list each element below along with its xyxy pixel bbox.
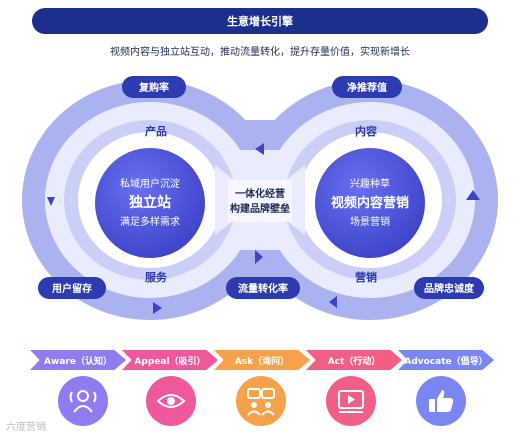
stage-arrows: Aware（认知） Appeal（吸引） Ask（询问） Act（行动） Adv… bbox=[30, 350, 494, 370]
page-subtitle: 视频内容与独立站互动，推动流量转化，提升存量价值，实现新增长 bbox=[110, 47, 410, 58]
arrow-right-icon bbox=[153, 302, 162, 314]
discussion-icon bbox=[247, 388, 275, 416]
circle-ask bbox=[236, 376, 286, 426]
stage-aware: Aware（认知） bbox=[30, 350, 126, 370]
audience-icon bbox=[69, 390, 97, 413]
thumbs-up-icon bbox=[429, 390, 454, 412]
left-core-line2: 独立站 bbox=[129, 194, 171, 211]
svg-text:流量转化率: 流量转化率 bbox=[238, 282, 288, 295]
circle-act bbox=[326, 376, 376, 426]
eye-icon bbox=[156, 394, 186, 408]
stage-act: Act（行动） bbox=[306, 350, 402, 370]
center-line2: 构建品牌壁垒 bbox=[230, 202, 290, 215]
svg-text:净推荐值: 净推荐值 bbox=[347, 81, 387, 94]
arrow-left-icon bbox=[255, 143, 264, 155]
center-panel bbox=[228, 180, 292, 222]
label-product: 产品 bbox=[145, 124, 167, 138]
pill-repurchase: 复购率 bbox=[122, 76, 186, 98]
left-core-line3: 满足多样需求 bbox=[120, 215, 180, 228]
label-service: 服务 bbox=[145, 270, 168, 284]
page-title: 生意增长引擎 bbox=[227, 15, 293, 28]
label-content: 内容 bbox=[355, 124, 377, 138]
arrow-right-icon bbox=[255, 250, 263, 264]
left-core bbox=[95, 148, 205, 258]
label-marketing: 营销 bbox=[355, 270, 377, 284]
right-core-line1: 兴趣种草 bbox=[350, 177, 390, 190]
stage-ask: Ask（询问） bbox=[214, 350, 310, 370]
circle-aware bbox=[58, 376, 108, 426]
pill-loyalty: 品牌忠诚度 bbox=[414, 277, 484, 299]
arrow-up-icon bbox=[466, 190, 480, 200]
svg-text:复购率: 复购率 bbox=[138, 81, 169, 94]
stage-appeal: Appeal（吸引） bbox=[122, 350, 218, 370]
pill-retention: 用户留存 bbox=[38, 277, 106, 299]
right-core-line2: 视频内容营销 bbox=[331, 195, 409, 211]
pill-net-recommend: 净推荐值 bbox=[332, 76, 402, 98]
growth-loop-diagram: 私域用户沉淀 独立站 满足多样需求 兴趣种草 视频内容营销 场景营销 一体化经营… bbox=[22, 76, 498, 320]
pill-conversion: 流量转化率 bbox=[226, 277, 300, 299]
right-core-line3: 场景营销 bbox=[350, 215, 390, 228]
svg-text:品牌忠诚度: 品牌忠诚度 bbox=[424, 282, 475, 295]
circle-advocate bbox=[416, 376, 466, 426]
arrow-down-icon bbox=[47, 197, 55, 206]
stage-advocate: Advocate（倡导） bbox=[398, 350, 494, 370]
svg-text:用户留存: 用户留存 bbox=[51, 282, 92, 295]
video-player-icon bbox=[338, 390, 364, 413]
title-bar: 生意增长引擎 bbox=[32, 8, 488, 34]
center-line1: 一体化经营 bbox=[235, 187, 285, 200]
right-core bbox=[315, 148, 425, 258]
arrow-left-icon bbox=[329, 296, 337, 308]
circle-appeal bbox=[146, 376, 196, 426]
watermark: 六度营销 bbox=[6, 422, 46, 433]
left-core-line1: 私域用户沉淀 bbox=[120, 177, 180, 190]
